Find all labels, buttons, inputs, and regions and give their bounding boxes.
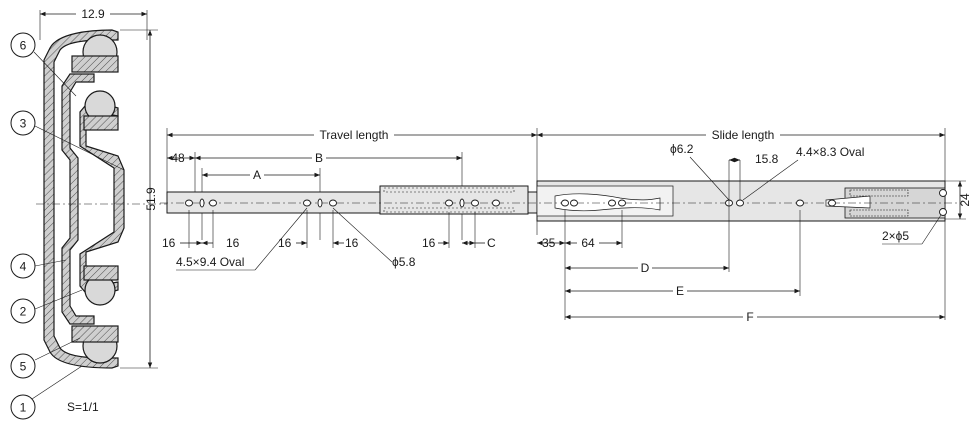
dim-width-12-9: 12.9 xyxy=(81,7,105,21)
svg-text:2: 2 xyxy=(20,305,27,319)
dim-15-8: 15.8 xyxy=(755,152,779,166)
hole-end-bottom xyxy=(939,208,947,216)
hole-outer-6 xyxy=(736,199,744,207)
hole-inner-7 xyxy=(492,199,500,207)
hole-inner-oval-1 xyxy=(199,198,205,208)
hole-inner-4 xyxy=(329,199,337,207)
label-2x-phi-5: 2×ϕ5 xyxy=(882,229,909,243)
callout-2: 2 xyxy=(10,289,83,324)
dim-16-c: 16 xyxy=(278,236,292,250)
dim-E: E xyxy=(676,284,684,298)
dim-35: 35 xyxy=(542,236,556,250)
scale-label: S=1/1 xyxy=(67,400,99,414)
cross-section: 12.9 51.9 6 3 xyxy=(10,6,175,420)
dim-16-b: 16 xyxy=(226,236,240,250)
hole-inner-6 xyxy=(471,199,479,207)
hole-inner-2 xyxy=(209,199,217,207)
dim-slide-length: Slide length xyxy=(712,128,775,142)
hole-inner-5 xyxy=(445,199,453,207)
hole-inner-oval-2 xyxy=(317,198,323,208)
callout-5: 5 xyxy=(10,337,81,379)
svg-text:6: 6 xyxy=(20,39,27,53)
dim-24: 24 xyxy=(958,193,972,207)
dim-D: D xyxy=(641,261,650,275)
svg-text:1: 1 xyxy=(20,401,27,415)
retainer-upper xyxy=(83,115,119,131)
dim-48: 48 xyxy=(171,151,185,165)
dim-A: A xyxy=(253,168,261,182)
dim-B: B xyxy=(315,151,323,165)
dim-16-a: 16 xyxy=(162,236,176,250)
dim-F: F xyxy=(746,310,753,324)
intermediate-member-section xyxy=(61,73,95,325)
intermediate-member-rail xyxy=(379,185,529,215)
hole-outer-3 xyxy=(608,199,616,207)
svg-text:4: 4 xyxy=(20,260,27,274)
callout-4: 4 xyxy=(10,253,67,279)
retainer-lower xyxy=(83,265,119,281)
hole-outer-4 xyxy=(618,199,626,207)
dim-height-51-9: 51.9 xyxy=(144,187,158,211)
label-oval-4-4: 4.4×8.3 Oval xyxy=(796,145,864,159)
callout-6: 6 xyxy=(10,32,77,97)
hole-inner-3 xyxy=(303,199,311,207)
callout-3: 3 xyxy=(10,110,125,171)
label-phi-6-2: ϕ6.2 xyxy=(670,142,694,156)
label-oval-4-5: 4.5×9.4 Oval xyxy=(176,255,244,269)
hole-outer-8 xyxy=(828,199,836,207)
label-phi-5-8: ϕ5.8 xyxy=(392,255,416,269)
svg-text:3: 3 xyxy=(20,117,27,131)
hole-end-top xyxy=(939,189,947,197)
hole-inner-oval-3 xyxy=(459,198,465,208)
hole-outer-7 xyxy=(796,199,804,207)
dim-16-e: 16 xyxy=(422,236,436,250)
retainer-bottom xyxy=(71,325,119,343)
hole-outer-2 xyxy=(570,199,578,207)
dim-64: 64 xyxy=(581,236,595,250)
hole-outer-1 xyxy=(561,199,569,207)
outer-member-section xyxy=(43,29,119,369)
svg-text:5: 5 xyxy=(20,360,27,374)
dim-16-d: 16 xyxy=(345,236,359,250)
dim-C: C xyxy=(487,236,496,250)
retainer-top xyxy=(71,55,119,73)
callout-1: 1 xyxy=(10,365,83,420)
hole-inner-1 xyxy=(185,199,193,207)
side-view: Travel length Slide length 48 B A xyxy=(160,126,972,324)
dim-travel-length: Travel length xyxy=(320,128,389,142)
